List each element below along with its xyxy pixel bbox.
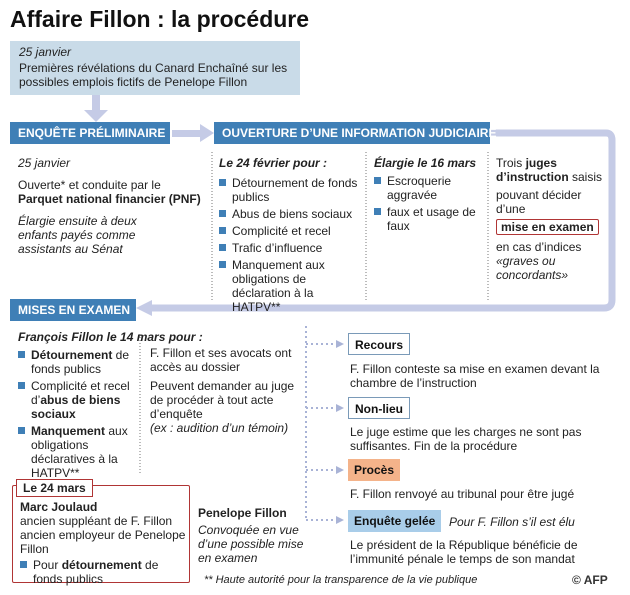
gelee-note: Pour F. Fillon s’il est élu bbox=[449, 515, 575, 529]
arrow-right-icon bbox=[200, 124, 214, 142]
arrow-down-icon bbox=[84, 110, 108, 122]
connector-top-down bbox=[92, 95, 100, 113]
arrow-small-icon bbox=[336, 340, 344, 348]
square-bullet-icon bbox=[219, 227, 226, 234]
list-item: Manquement aux obligations de déclaratio… bbox=[219, 258, 365, 314]
page-title: Affaire Fillon : la procédure bbox=[10, 6, 310, 32]
square-bullet-icon bbox=[219, 210, 226, 217]
mises-header: MISES EN EXAMEN bbox=[10, 299, 136, 321]
list-item: Trafic d’influence bbox=[219, 241, 365, 255]
square-bullet-icon bbox=[18, 351, 25, 358]
ouverture-col1: Le 24 février pour : Détournement de fon… bbox=[219, 156, 365, 317]
list-item: Manquement aux obligations déclaratives … bbox=[18, 424, 138, 480]
square-bullet-icon bbox=[374, 177, 381, 184]
square-bullet-icon bbox=[374, 208, 381, 215]
ff-rights: F. Fillon et ses avocats ont accès au do… bbox=[150, 346, 300, 435]
top-date: 25 janvier bbox=[19, 45, 72, 59]
ouverture-col3: Trois juges d’instruction saisis pouvant… bbox=[496, 156, 608, 282]
square-bullet-icon bbox=[18, 382, 25, 389]
joulaud-name: Marc Joulaud bbox=[20, 500, 98, 514]
penelope-name: Penelope Fillon bbox=[198, 506, 287, 520]
rights-text2: Peuvent demander au juge de procéder à t… bbox=[150, 379, 295, 421]
square-bullet-icon bbox=[18, 427, 25, 434]
square-bullet-icon bbox=[219, 244, 226, 251]
gelee-label: Enquête gelée bbox=[348, 510, 442, 532]
list-item: faux et usage de faux bbox=[374, 205, 484, 233]
list-item: Abus de biens sociaux bbox=[219, 207, 365, 221]
arrow-left-icon bbox=[136, 300, 152, 316]
col2-title: Élargie le 16 mars bbox=[374, 156, 477, 170]
col1-title: Le 24 février pour : bbox=[219, 156, 328, 170]
enquete-header: ENQUÊTE PRÉLIMINAIRE bbox=[10, 122, 170, 144]
recours-label: Recours bbox=[348, 333, 411, 355]
list-item: Complicité et recel bbox=[219, 224, 365, 238]
ouverture-header: OUVERTURE D’UNE INFORMATION JUDICIAIRE bbox=[214, 122, 496, 144]
ff-title: François Fillon le 14 mars pour : bbox=[18, 330, 203, 344]
nonlieu-label: Non-lieu bbox=[348, 397, 410, 419]
list-item: Détournement de fonds publics bbox=[18, 348, 138, 376]
indices-quote: «graves ou concordants» bbox=[496, 254, 569, 282]
top-text: Premières révélations du Canard Enchaîné… bbox=[19, 61, 288, 89]
juges-decision: pouvant décider d’une bbox=[496, 188, 582, 216]
rights-example: (ex : audition d’un témoin) bbox=[150, 421, 289, 435]
added-charges-list: Escroquerie aggravée faux et usage de fau… bbox=[374, 174, 484, 233]
enquete-text2: Élargie ensuite à deux enfants payés com… bbox=[18, 214, 137, 256]
arrow-small-icon bbox=[336, 466, 344, 474]
list-item: Détournement de fonds publics bbox=[219, 176, 365, 204]
nonlieu-text: Le juge estime que les charges ne sont p… bbox=[350, 425, 582, 453]
joulaud-text: ancien suppléant de F. Fillon ancien emp… bbox=[20, 514, 186, 556]
indices-text: en cas d’indices bbox=[496, 240, 582, 254]
enquete-column: 25 janvier Ouverte* et conduite par le P… bbox=[18, 156, 208, 256]
joulaud-block: Marc Joulaud ancien suppléant de F. Fill… bbox=[20, 500, 188, 589]
enquete-date: 25 janvier bbox=[18, 156, 71, 170]
list-item: Escroquerie aggravée bbox=[374, 174, 484, 202]
arrow-small-icon bbox=[336, 404, 344, 412]
connector-right bbox=[172, 130, 202, 137]
enquete-text1: Ouverte* et conduite par le Parquet nati… bbox=[18, 178, 201, 206]
proces-text: F. Fillon renvoyé au tribunal pour être … bbox=[350, 487, 575, 501]
square-bullet-icon bbox=[219, 261, 226, 268]
footnote: ** Haute autorité pour la transparence d… bbox=[204, 574, 478, 586]
list-item: Complicité et recel d’abus de biens soci… bbox=[18, 379, 138, 421]
mars24-box bbox=[12, 485, 190, 583]
arrow-small-icon bbox=[336, 516, 344, 524]
mise-en-examen-tag: mise en examen bbox=[496, 219, 599, 235]
connector-loop bbox=[150, 129, 616, 312]
rights-text1: F. Fillon et ses avocats ont accès au do… bbox=[150, 346, 292, 374]
gelee-text: Le président de la République bénéficie … bbox=[350, 538, 578, 566]
joulaud-charge: Pour détournement de fonds publics bbox=[20, 558, 188, 586]
credit-logo: © AFP bbox=[572, 573, 608, 587]
penelope-text: Convoquée en vue d’une possible mise en … bbox=[198, 523, 304, 565]
penelope-block: Penelope Fillon Convoquée en vue d’une p… bbox=[198, 506, 308, 565]
juges-text: Trois juges d’instruction saisis bbox=[496, 156, 603, 184]
first-revelations-box: 25 janvier Premières révélations du Cana… bbox=[10, 41, 300, 95]
proces-label: Procès bbox=[348, 459, 401, 481]
recours-text: F. Fillon conteste sa mise en examen dev… bbox=[350, 362, 600, 390]
mars24-tag: Le 24 mars bbox=[16, 479, 93, 497]
ouverture-col2: Élargie le 16 mars Escroquerie aggravée f… bbox=[374, 156, 484, 236]
square-bullet-icon bbox=[219, 179, 226, 186]
